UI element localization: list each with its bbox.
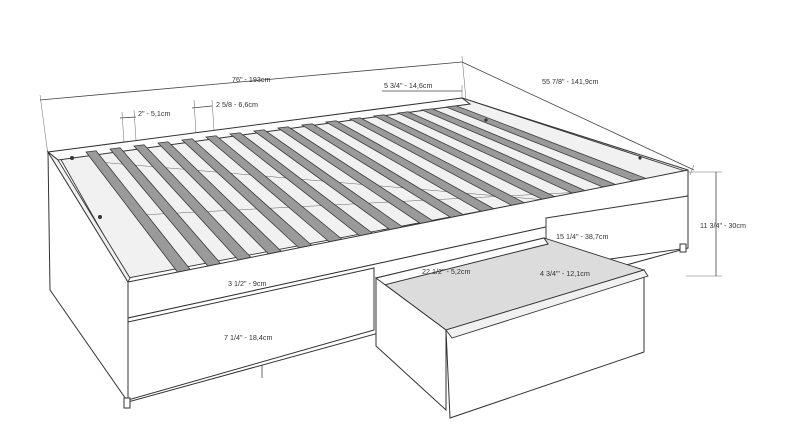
slat-gap-label: 2 5/8 - 6,6cm [216, 100, 258, 109]
rail-height-label: 3 1/2" - 9cm [228, 279, 267, 288]
open-drawer [374, 237, 649, 419]
edge-offset-label: 5 3/4" - 14,6cm [384, 81, 433, 90]
screw-hole [98, 215, 102, 219]
overall-length-label: 76" - 193cm [232, 75, 271, 84]
left-side-top-edge [47, 151, 131, 283]
slat-width-label: 2" - 5,1cm [138, 109, 171, 118]
left-drawer-front [127, 267, 375, 401]
drawer-length-label: 22 1/2" - 5,2cm [422, 267, 471, 276]
open-drawer-left-side [375, 277, 447, 412]
screw-hole [638, 156, 642, 160]
slats-group [85, 105, 656, 279]
leg [679, 243, 687, 253]
screw-hole [484, 118, 488, 122]
overall-width-label: 55 7/8" - 141,9cm [542, 77, 599, 86]
screw-hole [70, 156, 74, 160]
height-label: 11 3/4" - 30cm [700, 221, 746, 230]
leg [123, 397, 131, 409]
drawer-depth-label: 15 1/4" - 38,7cm [556, 232, 609, 241]
drawer-front-height-label: 7 1/4" - 18,4cm [224, 333, 273, 342]
drawer-inner-height-label: 4 3/4"' - 12,1cm [540, 269, 590, 278]
open-drawer-front-top [445, 269, 649, 339]
